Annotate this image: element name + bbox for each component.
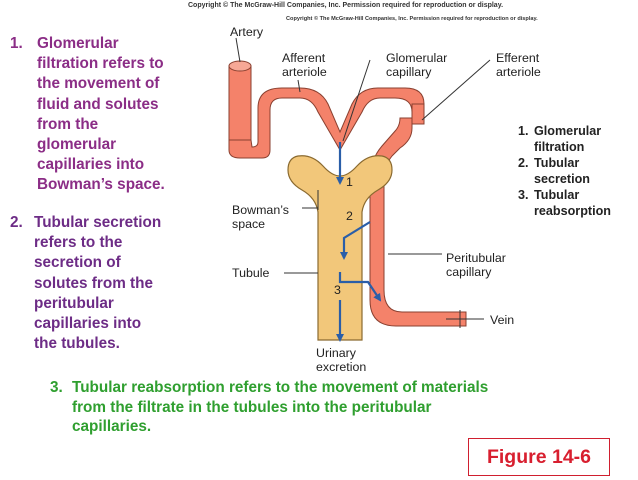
note-number: 3. <box>50 379 63 396</box>
figure-label: Figure 14-6 <box>468 438 610 476</box>
label-efferent: arteriole <box>496 65 541 79</box>
note-line: capillaries. <box>72 418 152 435</box>
note-line: capillaries into <box>34 315 142 333</box>
copyright-notice-inner: Copyright © The McGraw-Hill Companies, I… <box>286 16 538 22</box>
label-afferent: Afferent <box>282 51 326 65</box>
artery-opening <box>228 60 252 72</box>
note-line: from the <box>37 115 99 133</box>
note-line: the tubules. <box>34 335 120 353</box>
label-peritubular: capillary <box>446 265 492 279</box>
note-line: Tubular secretion <box>34 214 162 231</box>
note-line: secretion of <box>34 254 121 272</box>
note-number: 2. <box>10 214 23 231</box>
label-glomerular-capillary: Glomerular <box>386 51 447 65</box>
legend-number: 3. <box>518 188 529 202</box>
pointer-efferent <box>421 59 491 121</box>
label-bowmans-space: space <box>232 217 265 231</box>
afferent-arteriole-vessel <box>228 87 425 159</box>
note-line: glomerular <box>37 136 117 154</box>
label-pointer-lines <box>235 37 491 328</box>
legend-text: Tubular <box>534 156 579 170</box>
label-urinary-excretion: excretion <box>316 360 366 374</box>
process-legend: 1. Glomerular filtration 2. Tubular secr… <box>518 124 611 218</box>
note-glomerular-filtration: 1. Glomerular filtration refers to the m… <box>10 34 210 196</box>
label-efferent: Efferent <box>496 51 540 65</box>
artery-vessel <box>228 65 252 142</box>
label-urinary-excretion: Urinary <box>316 346 357 360</box>
legend-number: 1. <box>518 124 529 138</box>
note-line: refers to the <box>34 234 123 252</box>
label-artery: Artery <box>230 25 264 39</box>
copyright-notice-top: Copyright © The McGraw-Hill Companies, I… <box>188 2 504 9</box>
note-line: from the filtrate in the tubules into th… <box>72 398 432 416</box>
legend-text: secretion <box>534 172 590 186</box>
label-tubule: Tubule <box>232 266 270 280</box>
marker-3: 3 <box>334 283 341 297</box>
efferent-arteriole-vessel <box>369 117 467 327</box>
marker-2: 2 <box>346 209 353 223</box>
label-vein: Vein <box>490 313 514 327</box>
note-line: Glomerular <box>37 35 119 52</box>
pointer-artery <box>235 37 241 63</box>
label-bowmans-space: Bowman’s <box>232 203 289 217</box>
legend-text: reabsorption <box>534 204 611 218</box>
label-peritubular: Peritubular <box>446 251 506 265</box>
note-line: fluid and solutes <box>37 95 159 113</box>
legend-text: Glomerular <box>534 124 601 138</box>
note-line: capillaries into <box>37 156 145 174</box>
note-line: solutes from the <box>34 274 153 292</box>
label-glomerular-capillary: capillary <box>386 65 432 79</box>
marker-1: 1 <box>346 175 353 189</box>
note-line: filtration refers to <box>37 55 164 73</box>
note-line: peritubular <box>34 294 114 312</box>
note-line: the movement of <box>37 75 160 93</box>
legend-text: filtration <box>534 140 584 154</box>
pointer-afferent <box>297 79 301 93</box>
label-afferent: arteriole <box>282 65 327 79</box>
legend-text: Tubular <box>534 188 579 202</box>
note-line: Tubular reabsorption refers to the movem… <box>72 379 489 396</box>
reabsorption-arrow <box>338 272 382 302</box>
note-line: Bowman’s space. <box>37 176 165 194</box>
legend-number: 2. <box>518 156 529 170</box>
secretion-arrow <box>340 221 371 260</box>
tubule-shape <box>287 155 393 341</box>
pointer-glomerular <box>342 59 371 142</box>
note-number: 1. <box>10 35 23 52</box>
efferent-cap <box>411 103 425 125</box>
note-tubular-reabsorption: 3. Tubular reabsorption refers to the mo… <box>50 378 570 437</box>
note-tubular-secretion: 2. Tubular secretion refers to the secre… <box>10 213 210 354</box>
